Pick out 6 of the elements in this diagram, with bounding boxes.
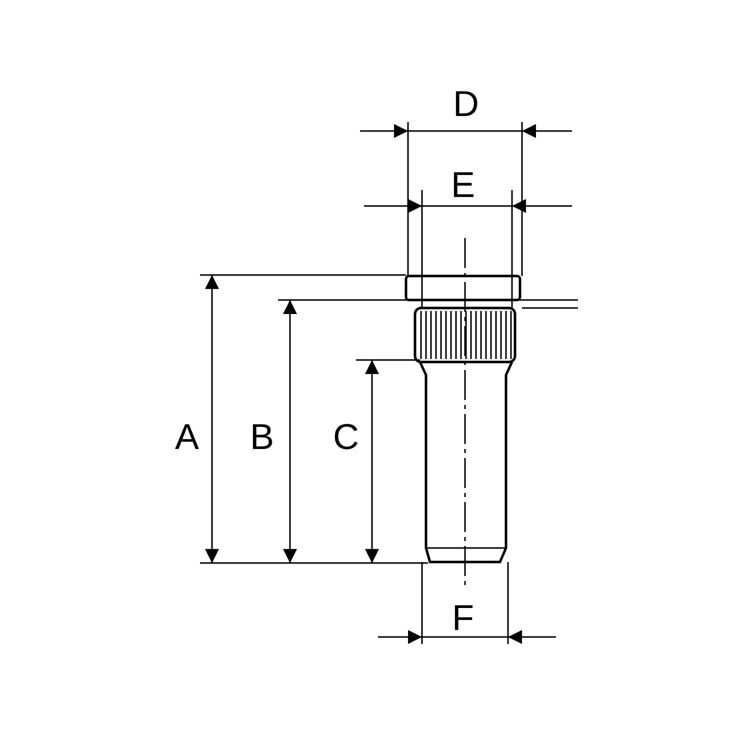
dimension-label: E	[451, 167, 475, 203]
dimension-label: C	[333, 419, 359, 455]
dimension-label: D	[453, 86, 479, 122]
dimension-label: A	[175, 419, 199, 455]
dimension-label: B	[250, 419, 274, 455]
dimension-label: F	[452, 600, 474, 636]
